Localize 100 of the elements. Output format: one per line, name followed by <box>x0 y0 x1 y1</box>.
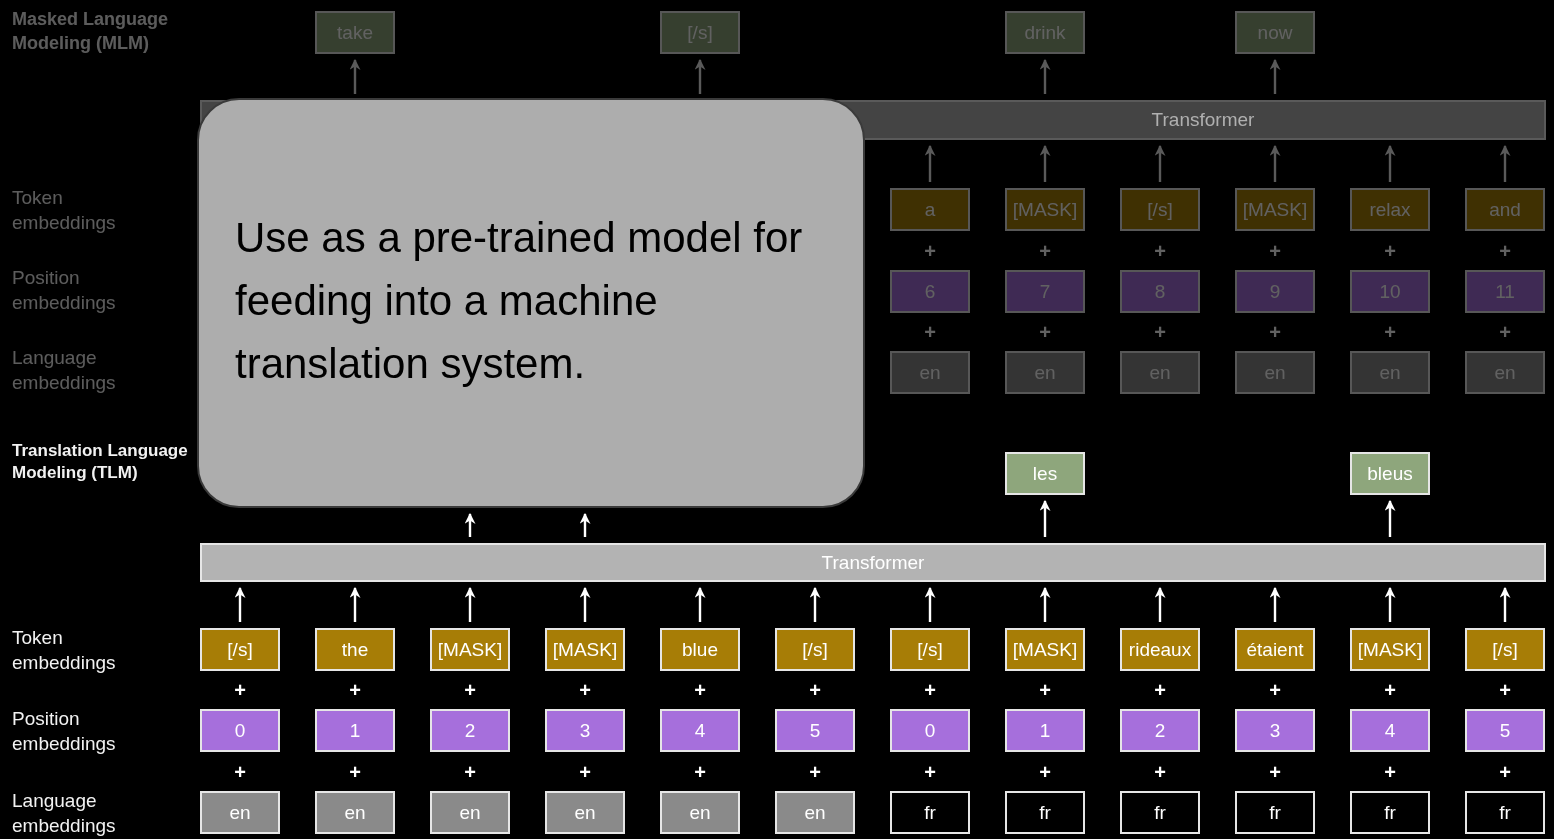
language-embedding-box: fr <box>1120 791 1200 834</box>
language-embedding-box: fr <box>1465 791 1545 834</box>
token-embedding-box: blue <box>660 628 740 671</box>
output-token-box: les <box>1005 452 1085 495</box>
plus-sign: + <box>348 762 362 782</box>
plus-sign: + <box>923 322 937 342</box>
plus-sign: + <box>1268 241 1282 261</box>
language-embedding-box: en <box>775 791 855 834</box>
position-embedding-box: 3 <box>1235 709 1315 752</box>
language-embedding-box: fr <box>890 791 970 834</box>
language-embedding-box: en <box>200 791 280 834</box>
plus-sign: + <box>693 762 707 782</box>
plus-sign: + <box>923 680 937 700</box>
plus-sign: + <box>923 241 937 261</box>
position-embedding-box: 5 <box>775 709 855 752</box>
token-embedding-box: [/s] <box>775 628 855 671</box>
token-embedding-box: rideaux <box>1120 628 1200 671</box>
position-embedding-box: 0 <box>200 709 280 752</box>
row-label: Language embeddings <box>12 346 117 396</box>
plus-sign: + <box>1153 680 1167 700</box>
language-embedding-box: fr <box>1005 791 1085 834</box>
language-embedding-box: en <box>545 791 625 834</box>
position-embedding-box: 4 <box>660 709 740 752</box>
plus-sign: + <box>1268 762 1282 782</box>
row-label: Token embeddings <box>12 626 117 676</box>
plus-sign: + <box>463 762 477 782</box>
position-embedding-box: 1 <box>315 709 395 752</box>
arrow <box>809 586 821 622</box>
arrow <box>1154 586 1166 622</box>
plus-sign: + <box>1498 680 1512 700</box>
token-embedding-box: relax <box>1350 188 1430 231</box>
arrow <box>349 58 361 94</box>
plus-sign: + <box>1383 241 1397 261</box>
plus-sign: + <box>578 680 592 700</box>
transformer-bar: Transformer <box>200 543 1546 582</box>
arrow <box>1269 144 1281 182</box>
plus-sign: + <box>1498 322 1512 342</box>
position-embedding-box: 1 <box>1005 709 1085 752</box>
plus-sign: + <box>1038 680 1052 700</box>
plus-sign: + <box>1383 762 1397 782</box>
row-label: Token embeddings <box>12 186 117 236</box>
row-label: Position embeddings <box>12 707 117 757</box>
arrow <box>694 586 706 622</box>
plus-sign: + <box>1383 680 1397 700</box>
plus-sign: + <box>1038 241 1052 261</box>
plus-sign: + <box>1268 680 1282 700</box>
token-embedding-box: [MASK] <box>1235 188 1315 231</box>
position-embedding-box: 3 <box>545 709 625 752</box>
plus-sign: + <box>463 680 477 700</box>
language-embedding-box: en <box>660 791 740 834</box>
language-embedding-box: fr <box>1350 791 1430 834</box>
token-embedding-box: [MASK] <box>545 628 625 671</box>
token-embedding-box: [/s] <box>890 628 970 671</box>
arrow <box>1269 58 1281 94</box>
output-token-box: bleus <box>1350 452 1430 495</box>
token-embedding-box: [MASK] <box>430 628 510 671</box>
arrow <box>579 512 591 537</box>
language-embedding-box: en <box>430 791 510 834</box>
arrow <box>579 586 591 622</box>
arrow <box>1499 586 1511 622</box>
section-heading: Translation Language Modeling (TLM) <box>12 440 189 485</box>
arrow <box>1269 586 1281 622</box>
plus-sign: + <box>693 680 707 700</box>
plus-sign: + <box>1038 762 1052 782</box>
row-label: Language embeddings <box>12 789 117 839</box>
arrow <box>1154 144 1166 182</box>
token-embedding-box: and <box>1465 188 1545 231</box>
plus-sign: + <box>1038 322 1052 342</box>
arrow <box>1039 586 1051 622</box>
token-embedding-box: [/s] <box>1465 628 1545 671</box>
position-embedding-box: 5 <box>1465 709 1545 752</box>
plus-sign: + <box>808 680 822 700</box>
token-embedding-box: [MASK] <box>1005 628 1085 671</box>
plus-sign: + <box>808 762 822 782</box>
section-heading: Masked Language Modeling (MLM) <box>12 8 170 55</box>
arrow <box>1499 144 1511 182</box>
token-embedding-box: a <box>890 188 970 231</box>
row-label: Position embeddings <box>12 266 117 316</box>
arrow <box>1384 586 1396 622</box>
plus-sign: + <box>1153 322 1167 342</box>
position-embedding-box: 4 <box>1350 709 1430 752</box>
token-embedding-box: [MASK] <box>1005 188 1085 231</box>
plus-sign: + <box>348 680 362 700</box>
plus-sign: + <box>1383 322 1397 342</box>
language-embedding-box: en <box>315 791 395 834</box>
position-embedding-box: 0 <box>890 709 970 752</box>
arrow <box>349 586 361 622</box>
plus-sign: + <box>1153 241 1167 261</box>
arrow <box>1384 499 1396 537</box>
plus-sign: + <box>1153 762 1167 782</box>
token-embedding-box: étaient <box>1235 628 1315 671</box>
arrow <box>1039 58 1051 94</box>
language-embedding-box: fr <box>1235 791 1315 834</box>
plus-sign: + <box>578 762 592 782</box>
arrow <box>234 586 246 622</box>
plus-sign: + <box>1498 241 1512 261</box>
plus-sign: + <box>1268 322 1282 342</box>
plus-sign: + <box>233 762 247 782</box>
token-embedding-box: [MASK] <box>1350 628 1430 671</box>
plus-sign: + <box>923 762 937 782</box>
